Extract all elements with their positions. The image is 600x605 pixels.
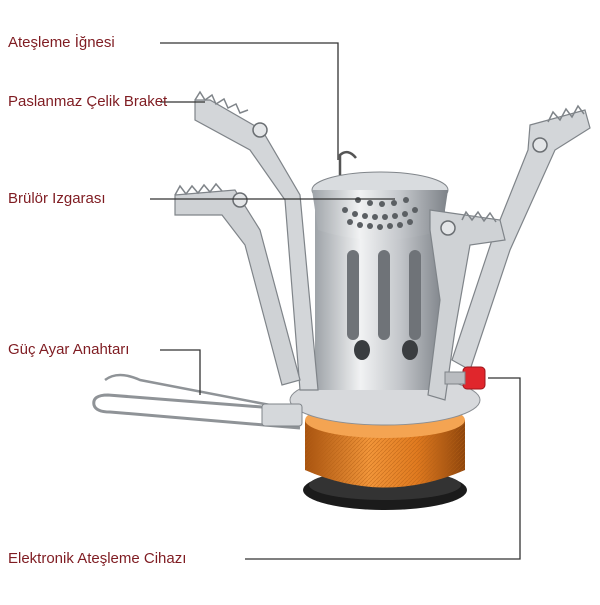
wire-handle bbox=[92, 393, 301, 430]
orange-ring-knurl bbox=[305, 420, 465, 488]
burner-head-body bbox=[312, 190, 448, 240]
handle-clip bbox=[261, 403, 303, 427]
leader-electronic-igniter bbox=[245, 377, 521, 560]
bracket-right-lower-teeth bbox=[461, 210, 497, 223]
leader-lines bbox=[150, 42, 521, 560]
label-electronic-igniter: Elektronik Ateşleme Cihazı bbox=[8, 550, 187, 567]
wire-handle-inner bbox=[104, 373, 271, 407]
bracket-right-upper-teeth bbox=[547, 104, 585, 123]
red-knob bbox=[462, 366, 486, 390]
bracket-right-upper bbox=[451, 109, 591, 371]
air-hole-2 bbox=[402, 340, 418, 360]
bracket-left-upper-teeth bbox=[194, 90, 249, 114]
bracket-right-upper-rivet bbox=[532, 137, 548, 153]
bracket-right-lower bbox=[427, 209, 506, 401]
bracket-left-lower-rivet bbox=[232, 192, 248, 208]
bracket-left-lower bbox=[174, 189, 301, 386]
bracket-left-upper-rivet bbox=[252, 122, 268, 138]
bracket-left-upper bbox=[194, 99, 319, 391]
leader-ignition-needle bbox=[160, 42, 339, 160]
label-burner-grate: Brülör Izgarası bbox=[8, 190, 106, 207]
burner-grate-holes bbox=[342, 197, 418, 230]
label-ignition-needle: Ateşleme İğnesi bbox=[8, 34, 115, 51]
label-stainless-bracket: Paslanmaz Çelik Braket bbox=[8, 93, 168, 110]
burner-slot-3 bbox=[409, 250, 421, 340]
bracket-right-lower-rivet bbox=[440, 220, 456, 236]
burner-slot-2 bbox=[378, 250, 390, 340]
bracket-left-lower-teeth bbox=[174, 182, 223, 196]
burner-slot-1 bbox=[347, 250, 359, 340]
air-hole-1 bbox=[354, 340, 370, 360]
red-knob-stem bbox=[444, 371, 466, 385]
label-power-switch: Güç Ayar Anahtarı bbox=[8, 341, 130, 358]
leader-power-switch bbox=[160, 349, 201, 395]
ignition-needle-wire bbox=[338, 150, 357, 175]
